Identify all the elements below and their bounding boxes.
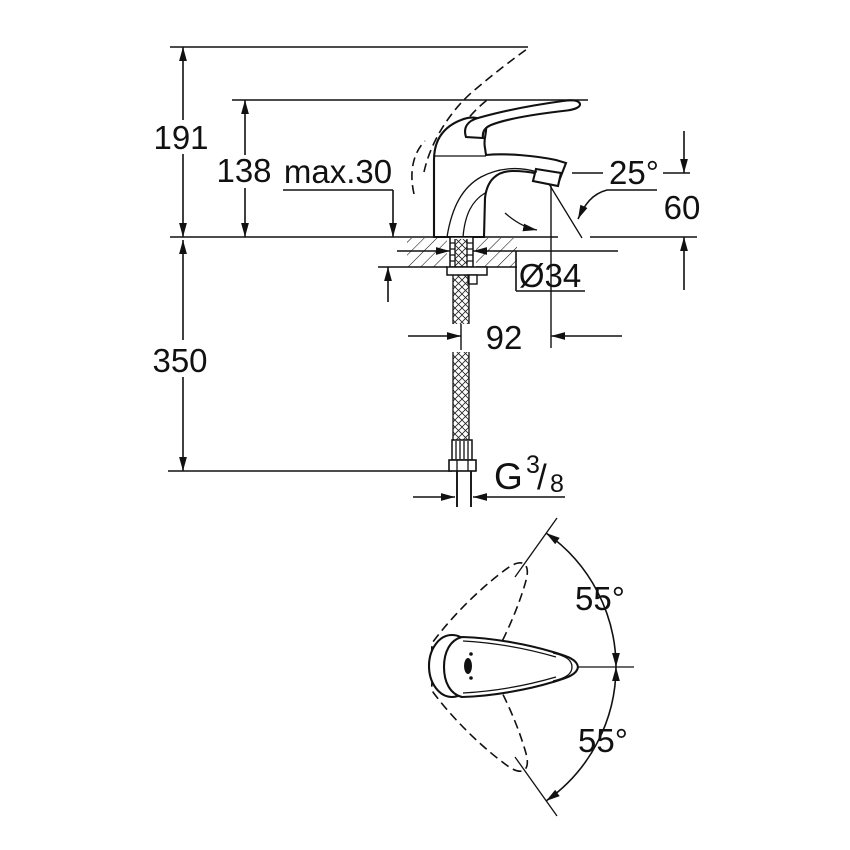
swivel-arc-upper <box>545 532 620 668</box>
handle-rotation-view: 55° 55° <box>427 517 634 817</box>
stream-direction-arrow <box>504 212 538 232</box>
mounting-flange <box>446 266 488 276</box>
dim-overall-height: 191 <box>153 47 209 237</box>
hose-hex-nut <box>448 459 477 472</box>
dim-hole-diameter: Ø34 <box>397 247 618 294</box>
dim-label-25deg: 25° <box>609 154 659 191</box>
dim-label-350: 350 <box>152 342 207 379</box>
supply-hose-drawing <box>448 275 477 507</box>
deck-hatch-left <box>407 238 447 267</box>
hex-nut-facets <box>456 460 469 471</box>
handle-logo-mark <box>464 658 472 674</box>
shank-hose-braid <box>455 239 467 267</box>
label-mask <box>153 340 209 377</box>
thread-label-denominator: 8 <box>550 470 564 498</box>
angle-leader-arrow <box>577 189 608 220</box>
dim-label-138: 138 <box>216 152 271 189</box>
faucet-body-drawing <box>432 99 583 239</box>
shank-thread-ticks <box>450 242 473 262</box>
thread-label-numerator: 3 <box>526 451 540 479</box>
dim-spout-reach: 92 <box>408 319 622 356</box>
thread-label-slash: / <box>537 458 547 497</box>
mounting-deck-section <box>378 236 517 285</box>
dim-label-dia34: Ø34 <box>519 257 581 294</box>
label-mask <box>155 120 207 154</box>
handle-dot-bottom <box>469 676 473 680</box>
faucet-body-outline <box>432 116 568 239</box>
body-flow-curve-1 <box>446 167 538 238</box>
hose-braid-upper <box>453 275 469 324</box>
dim-label-55-down: 55° <box>578 722 628 759</box>
raised-handle-edge-outer <box>423 48 528 173</box>
hose-crimp-collar <box>451 439 473 461</box>
dim-handle-height: 138 <box>216 100 272 237</box>
water-stream-line-25deg <box>548 183 583 239</box>
label-mask <box>219 155 270 188</box>
dim-label-60: 60 <box>664 189 701 226</box>
reference-lines <box>168 46 697 472</box>
angle-leg-lower <box>514 756 558 817</box>
dim-spout-height: 60 <box>664 131 701 290</box>
main-projection: 191 138 max.30 350 60 25° <box>152 46 701 507</box>
dim-label-92: 92 <box>486 319 523 356</box>
body-flow-curve-2 <box>462 192 486 238</box>
hose-braid-lower <box>453 352 469 440</box>
angle-leg-upper <box>514 517 558 578</box>
deck-hatch-right <box>476 238 517 267</box>
aerator-outlet <box>531 167 563 188</box>
crimp-ridges <box>455 441 469 459</box>
dim-label-191: 191 <box>153 119 208 156</box>
lever-handle-top-view <box>427 633 580 699</box>
raised-handle-dome-arc <box>411 140 426 195</box>
dim-thread-size: G 3 / 8 <box>413 451 565 501</box>
thread-label-g: G <box>494 456 523 497</box>
lever-handle-outline <box>464 99 582 140</box>
dim-hose-length: 350 <box>152 240 209 471</box>
dim-label-max30: max.30 <box>284 153 392 190</box>
dim-max-deck-thickness: max.30 <box>283 153 397 302</box>
handle-dot-top <box>469 652 473 656</box>
dim-label-55-up: 55° <box>575 580 625 617</box>
dim-stream-angle: 25° <box>577 154 659 220</box>
swivel-arc-lower <box>545 666 620 802</box>
